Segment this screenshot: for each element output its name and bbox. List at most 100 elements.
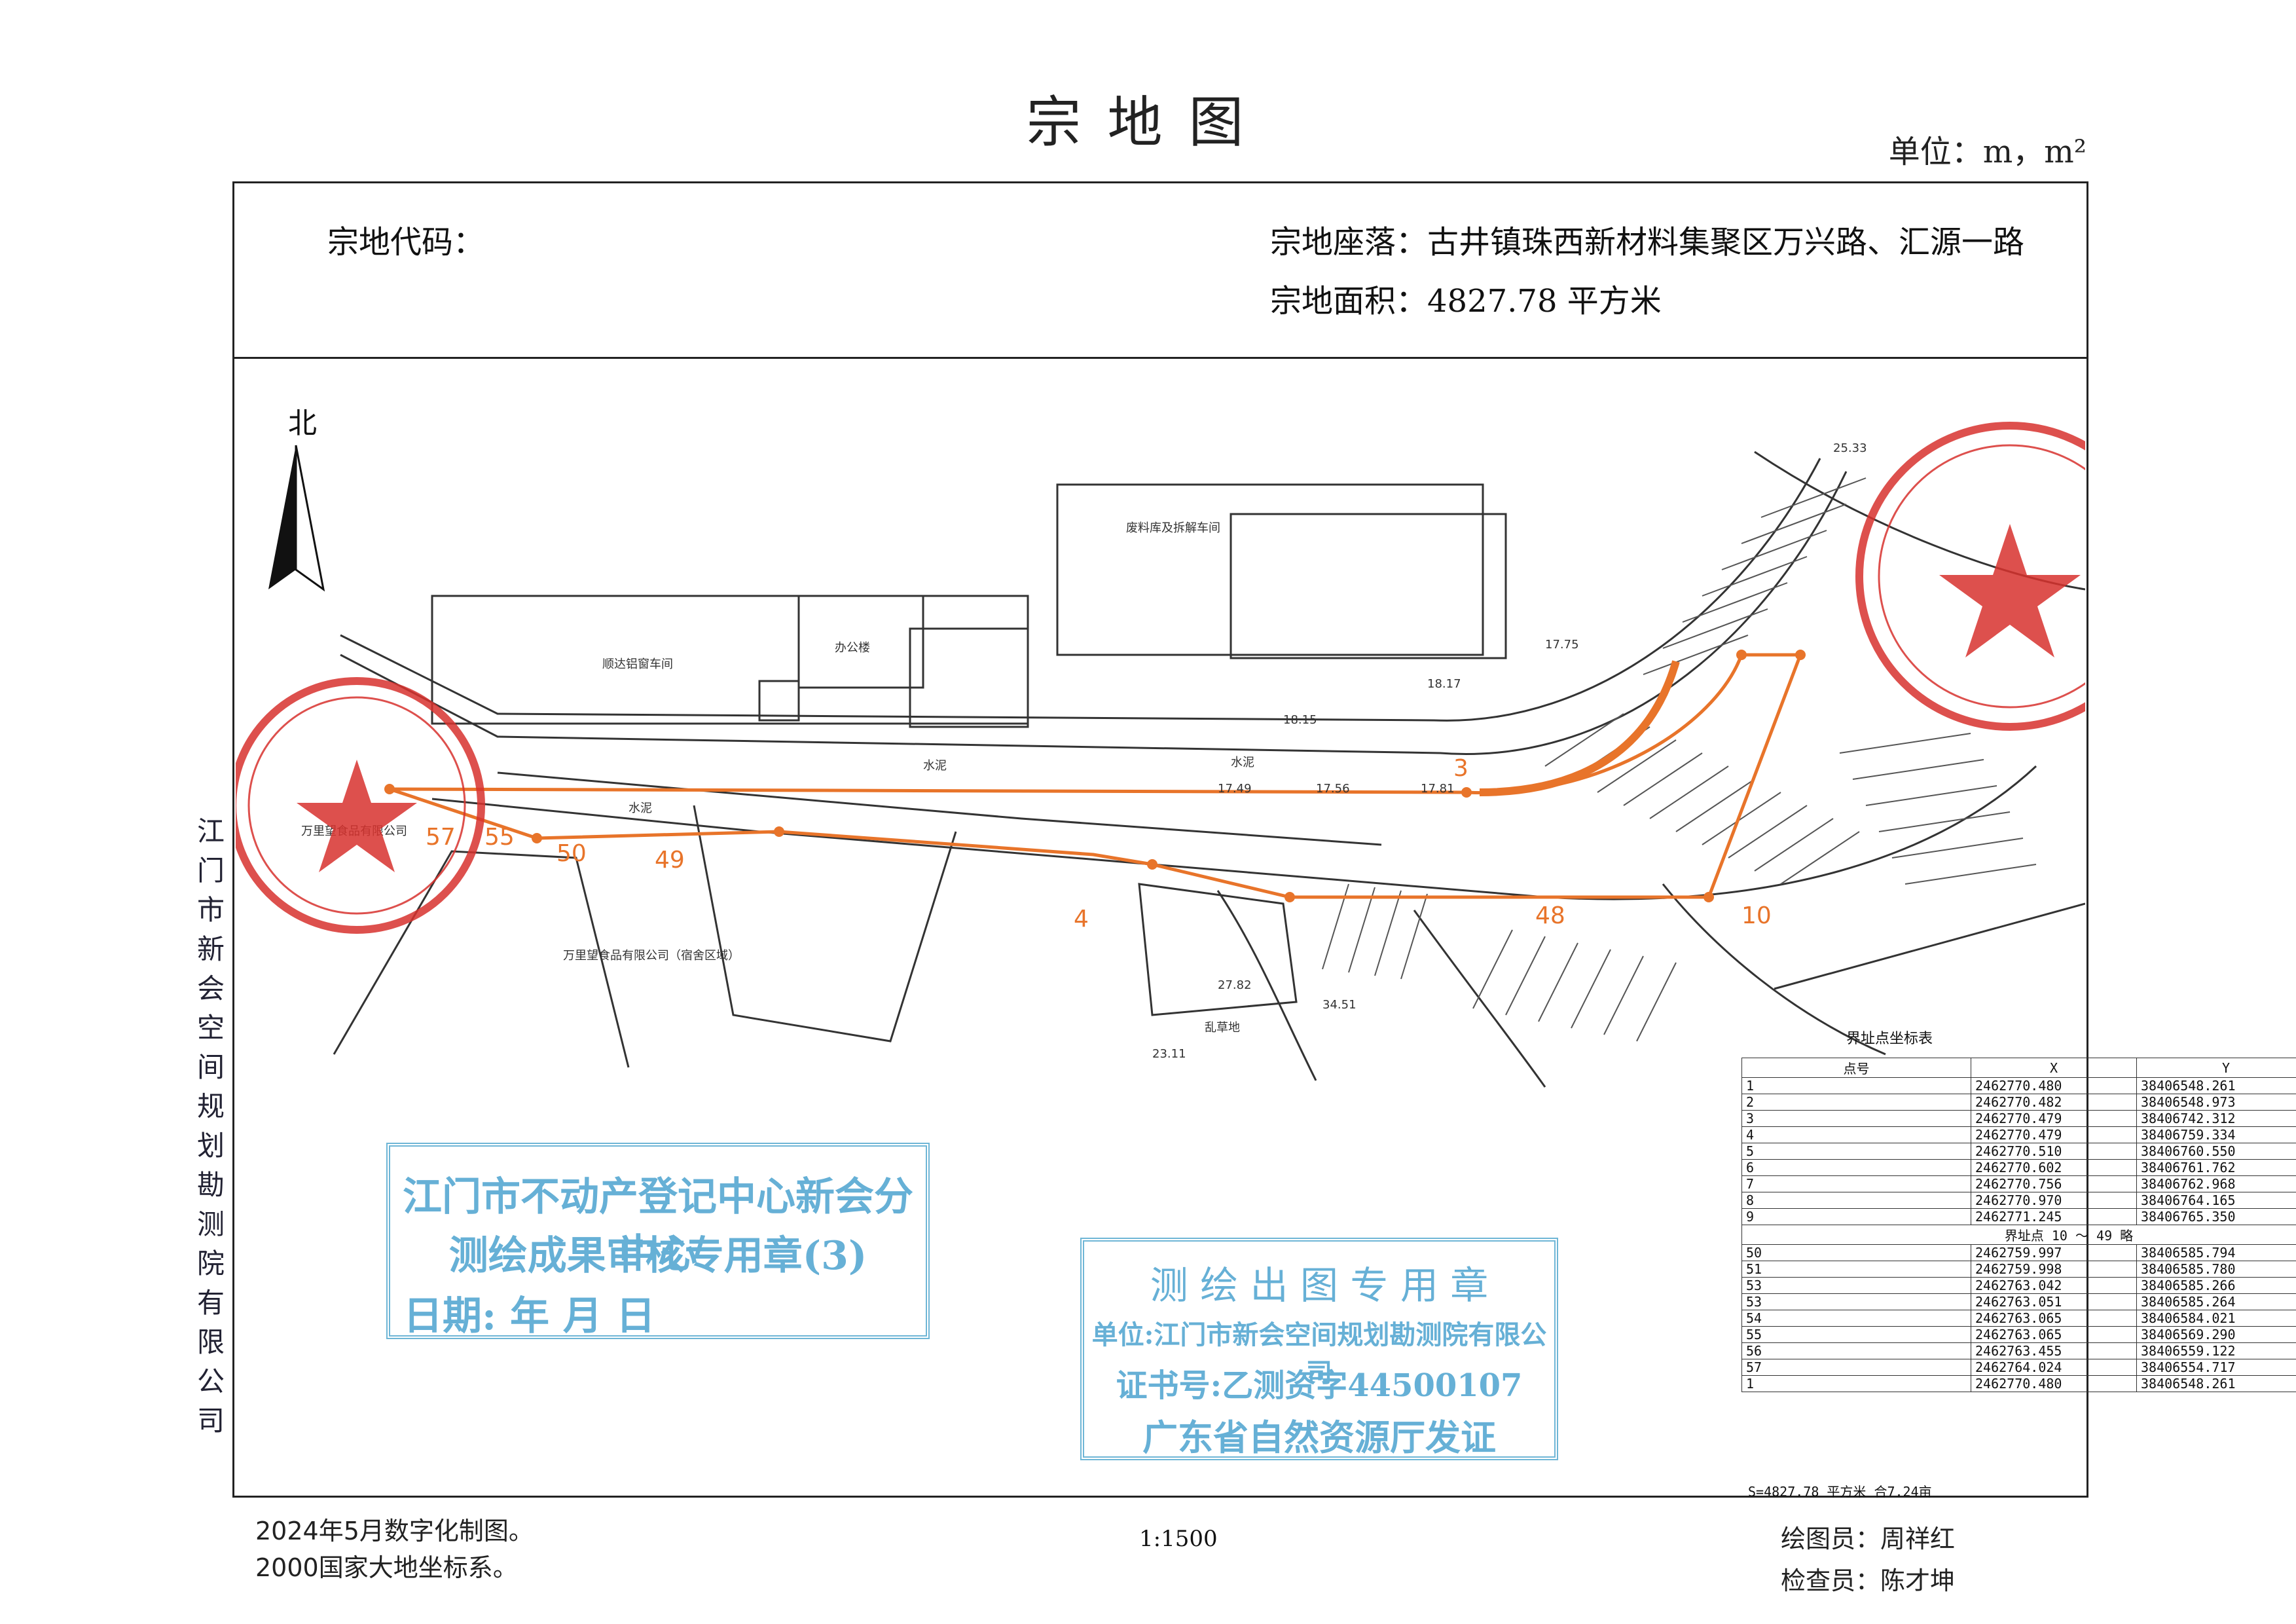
table-cell-x: 2462763.042 <box>1971 1277 2137 1294</box>
table-cell-no: 53 <box>1741 1277 1971 1294</box>
boundary-points <box>384 650 1806 902</box>
table-cell-no: 50 <box>1741 1244 1971 1261</box>
map-label: 万里望食品有限公司（宿舍区域） <box>563 949 740 963</box>
area-summary: S=4827.78 平方米 合7.24亩 <box>1748 1484 1932 1500</box>
drawer-name: 绘图员：周祥红 <box>1781 1524 1956 1553</box>
side-char: 院 <box>196 1247 225 1280</box>
point-label: 57 <box>426 824 456 851</box>
map-label: 17.81 <box>1421 782 1455 796</box>
table-cell-x: 2462763.065 <box>1971 1310 2137 1327</box>
side-char: 司 <box>196 1405 225 1437</box>
table-cell-y: 38406762.968 <box>2136 1175 2296 1192</box>
table-cell-no: 53 <box>1741 1293 1971 1310</box>
table-cell-y: 38406548.261 <box>2136 1077 2296 1094</box>
table-cell-no: 55 <box>1741 1326 1971 1343</box>
map-frame <box>232 181 2088 1498</box>
table-cell-no: 4 <box>1741 1126 1971 1143</box>
side-char: 江 <box>196 815 225 847</box>
map-label: 18.15 <box>1283 713 1317 727</box>
parcel-map: 3 10 48 49 50 55 57 4 顺达铝窗车间 办公楼 废料库及拆解车… <box>236 422 2085 1088</box>
footer-notes: 2024年5月数字化制图。 2000国家大地坐标系。 <box>255 1513 534 1586</box>
side-char: 市 <box>196 894 225 926</box>
page-title: 宗地图 <box>1026 90 1270 155</box>
north-label: 北 <box>288 407 317 440</box>
map-label: 办公楼 <box>835 641 870 655</box>
small-building <box>1138 883 1298 1016</box>
review-stamp-line: 日期: 年 月 日 <box>403 1293 655 1339</box>
table-cell-x: 2462770.482 <box>1971 1094 2137 1111</box>
table-cell-x: 2462770.510 <box>1971 1143 2137 1160</box>
map-label: 水泥 <box>923 759 947 773</box>
col-header: X <box>1971 1058 2137 1078</box>
parcel-location: 宗地座落：古井镇珠西新材料集聚区万兴路、汇源一路 <box>1270 224 2025 261</box>
point-label: 48 <box>1535 902 1565 929</box>
table-cell-y: 38406760.550 <box>2136 1143 2296 1160</box>
footer-date: 2024年5月数字化制图。 <box>255 1517 534 1545</box>
map-label: 25.33 <box>1833 441 1867 455</box>
unit-label: 单位：m，m² <box>1888 134 2086 170</box>
side-char: 划 <box>196 1130 225 1162</box>
header-divider <box>232 357 2088 359</box>
table-cell-x: 2462770.970 <box>1971 1192 2137 1209</box>
table-cell-x: 2462763.065 <box>1971 1326 2137 1343</box>
footer-signatures: 绘图员：周祥红 检查员：陈才坤 <box>1781 1518 1955 1602</box>
side-char: 会 <box>196 972 225 1005</box>
map-label: 27.82 <box>1218 978 1252 992</box>
table-cell-x: 2462771.245 <box>1971 1208 2137 1225</box>
table-cell-no: 54 <box>1741 1310 1971 1327</box>
table-cell-x: 2462770.756 <box>1971 1175 2137 1192</box>
table-cell-no: 2 <box>1741 1094 1971 1111</box>
table-cell-y: 38406585.780 <box>2136 1261 2296 1278</box>
map-label: 水泥 <box>629 802 652 815</box>
slope-hatching <box>1322 477 2037 1042</box>
review-stamp-line: 江门市不动产登记中心新会分中心 <box>403 1174 913 1277</box>
side-char: 空 <box>196 1012 225 1044</box>
red-seal-icon <box>1855 422 2085 731</box>
footer-coord-system: 2000国家大地坐标系。 <box>255 1553 518 1582</box>
table-cell-y: 38406761.762 <box>2136 1159 2296 1176</box>
table-cell-y: 38406765.350 <box>2136 1208 2296 1225</box>
table-cell-y: 38406554.717 <box>2136 1359 2296 1376</box>
table-cell-x: 2462770.602 <box>1971 1159 2137 1176</box>
map-label: 17.75 <box>1545 638 1579 652</box>
table-cell-no: 56 <box>1741 1342 1971 1359</box>
table-cell-y: 38406585.266 <box>2136 1277 2296 1294</box>
table-cell-y: 38406759.334 <box>2136 1126 2296 1143</box>
table-cell-x: 2462763.051 <box>1971 1293 2137 1310</box>
table-cell-no: 1 <box>1741 1375 1971 1392</box>
boundary-arc-dense <box>1479 660 1680 796</box>
table-cell-no: 9 <box>1741 1208 1971 1225</box>
map-label: 17.56 <box>1316 782 1350 796</box>
map-label: 23.11 <box>1152 1047 1186 1061</box>
table-cell-no: 6 <box>1741 1159 1971 1176</box>
checker-name: 检查员：陈才坤 <box>1781 1566 1956 1595</box>
table-cell-no: 8 <box>1741 1192 1971 1209</box>
parcel-code: 宗地代码： <box>327 224 485 261</box>
side-char: 间 <box>196 1051 225 1083</box>
point-label: 3 <box>1453 755 1468 782</box>
survey-stamp-line: 广东省自然资源厅发证 <box>1142 1416 1496 1458</box>
table-cell-y: 38406742.312 <box>2136 1110 2296 1127</box>
side-char: 限 <box>196 1326 225 1358</box>
point-label: 49 <box>655 847 685 874</box>
map-label: 废料库及拆解车间 <box>1126 521 1220 535</box>
survey-stamp: 测 绘 出 图 专 用 章 单位:江门市新会空间规划勘测院有限公司 证书号:乙测… <box>1080 1238 1558 1460</box>
table-cell-y: 38406548.973 <box>2136 1094 2296 1111</box>
side-char: 规 <box>196 1090 225 1122</box>
table-cell-no: 5 <box>1741 1143 1971 1160</box>
map-label: 17.49 <box>1218 782 1252 796</box>
table-cell-x: 2462770.480 <box>1971 1077 2137 1094</box>
col-header: Y <box>2136 1058 2296 1078</box>
